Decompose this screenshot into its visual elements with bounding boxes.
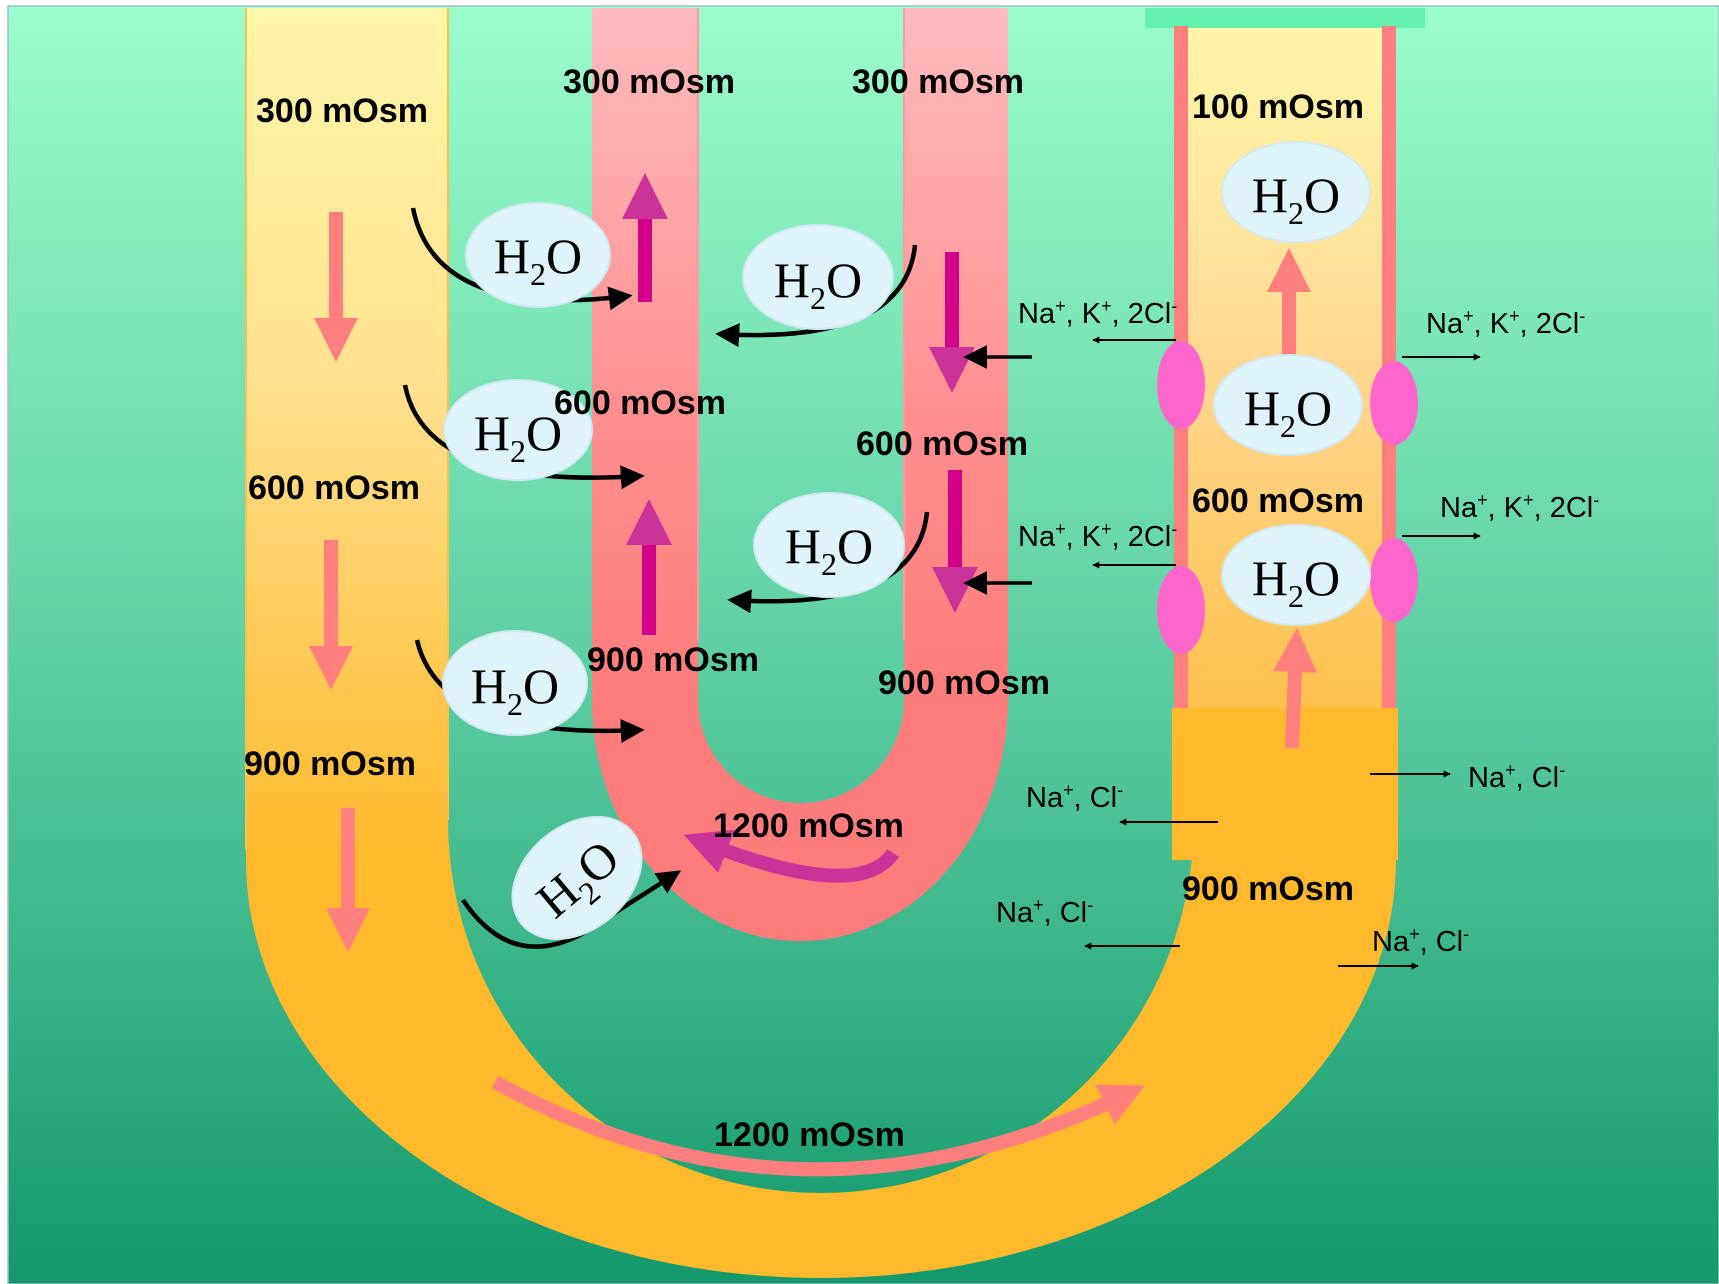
osm-label-asc-300: 300 mOsm: [563, 63, 735, 101]
osm-label-left-300: 300 mOsm: [256, 92, 428, 130]
flow-arrow-bottom: [491, 1075, 1145, 1177]
svg-text:H2O: H2O: [474, 405, 562, 469]
water-bubble: H2O: [742, 224, 894, 330]
loop-edge: [697, 8, 905, 640]
osm-label-left-900: 900 mOsm: [244, 745, 416, 783]
ion-label-nakcl: Na+, K+, 2Cl-: [1440, 490, 1599, 524]
osm-label-bottom-1200: 1200 mOsm: [714, 1116, 905, 1154]
ion-label-nakcl: Na+, K+, 2Cl-: [1018, 519, 1177, 553]
right-tubule-cap: [1145, 8, 1425, 28]
osm-label-desc-300: 300 mOsm: [852, 63, 1024, 101]
transporter-1: [1157, 341, 1205, 429]
flow-arrow-right-2: [1273, 628, 1318, 749]
water-bubble: H2O: [443, 379, 593, 481]
water-bubble: H2O: [442, 630, 588, 736]
svg-text:H2O: H2O: [1252, 550, 1340, 614]
svg-text:H2O: H2O: [1252, 167, 1340, 231]
osm-label-loop-1200: 1200 mOsm: [713, 807, 904, 845]
water-bubble: H2O: [511, 815, 643, 941]
water-bubble: H2O: [1221, 141, 1371, 243]
slide-border: [7, 5, 1719, 1284]
ion-label-nakcl: Na+, K+, 2Cl-: [1426, 306, 1585, 340]
svg-text:H2O: H2O: [471, 658, 559, 722]
water-bubble: H2O: [753, 492, 905, 598]
osm-label-asc-600: 600 mOsm: [554, 384, 726, 422]
transporter-4: [1370, 538, 1418, 622]
ion-label-nacl: Na+, Cl-: [1468, 760, 1565, 794]
water-arrow-left-1: [410, 207, 633, 311]
osm-label-asc-900: 900 mOsm: [587, 641, 759, 679]
svg-text:H2O: H2O: [1244, 380, 1332, 444]
right-tubule-base: [1172, 708, 1398, 860]
osm-label-right-600: 600 mOsm: [1192, 482, 1364, 520]
osm-label-desc-600: 600 mOsm: [856, 425, 1028, 463]
ion-label-nacl: Na+, Cl-: [996, 895, 1093, 929]
flow-arrow-loop-bend: [683, 829, 899, 883]
transporter-3: [1157, 566, 1205, 654]
ion-label-nacl: Na+, Cl-: [1372, 924, 1469, 958]
osm-label-left-600: 600 mOsm: [248, 469, 420, 507]
svg-text:H2O: H2O: [774, 252, 862, 316]
svg-text:H2O: H2O: [494, 228, 582, 292]
water-bubble: H2O: [1221, 524, 1371, 626]
osm-label-desc-900: 900 mOsm: [878, 664, 1050, 702]
osm-label-right-100: 100 mOsm: [1192, 88, 1364, 126]
water-bubble: H2O: [1213, 354, 1363, 456]
svg-text:H2O: H2O: [785, 518, 873, 582]
water-bubble: H2O: [465, 202, 611, 308]
transporter-2: [1370, 361, 1418, 445]
osm-label-right-900: 900 mOsm: [1182, 870, 1354, 908]
ion-label-nakcl: Na+, K+, 2Cl-: [1018, 296, 1177, 330]
ion-label-nacl: Na+, Cl-: [1026, 780, 1123, 814]
